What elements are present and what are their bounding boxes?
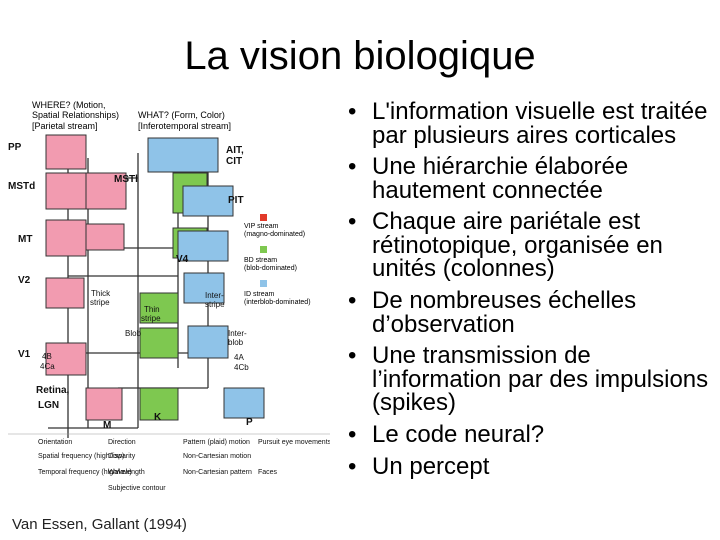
- label-cit: CIT: [226, 156, 242, 167]
- label-ait: AIT,: [226, 145, 244, 156]
- key-subjective-contour: Subjective contour: [108, 485, 166, 492]
- box-retina-k: [139, 387, 179, 421]
- box-msti: [85, 172, 127, 210]
- label-inter-2: stripe: [205, 300, 225, 309]
- label-4b: 4B: [42, 352, 52, 361]
- box-pp: [45, 134, 87, 170]
- label-thick-2: stripe: [90, 298, 110, 307]
- header-what-1: WHAT? (Form, Color): [138, 110, 225, 120]
- inferotemporal-areas: [147, 137, 265, 419]
- box-v1-4b: [45, 342, 87, 376]
- diagram-svg: WHERE? (Motion, Spatial Relationships) […: [8, 100, 332, 492]
- bullet-item: Le code neural?: [346, 423, 716, 447]
- legend-bd-2: (blob-dominated): [244, 265, 297, 272]
- parietal-areas: [45, 134, 127, 421]
- bullet-item: De nombreuses échelles d’observation: [346, 289, 716, 337]
- box-mstd: [45, 172, 87, 210]
- label-interblob: Inter-: [228, 329, 247, 338]
- label-m: M: [103, 420, 111, 431]
- legend-bd: BD stream: [244, 257, 277, 264]
- header-where-1: WHERE? (Motion,: [32, 100, 106, 110]
- box-pit: [182, 185, 234, 217]
- box-blob: [139, 327, 179, 359]
- stream-legend: VIP stream (magno-dominated) BD stream (…: [244, 214, 311, 306]
- legend-swatch-bd: [260, 246, 267, 253]
- label-v2: V2: [18, 275, 31, 286]
- label-inter: Inter-: [205, 291, 224, 300]
- key-orientation: Orientation: [38, 439, 72, 446]
- box-mt-2: [85, 223, 125, 251]
- label-mstd: MSTd: [8, 181, 35, 192]
- legend-vip: VIP stream: [244, 223, 279, 230]
- slide-title: La vision biologique: [184, 34, 536, 78]
- key-spatial-frequency: Spatial frequency (high/low): [38, 453, 124, 460]
- label-p: P: [246, 417, 253, 428]
- key-pattern-motion: Pattern (plaid) motion: [183, 439, 250, 446]
- label-thick: Thick: [91, 289, 111, 298]
- box-mt: [45, 219, 87, 257]
- legend-vip-2: (magno-dominated): [244, 231, 305, 238]
- bullet-item: L'information visuelle est traitée par p…: [346, 100, 716, 148]
- box-thin-stripe: [139, 292, 179, 324]
- label-4a: 4A: [234, 353, 244, 362]
- key-non-cartesian-motion: Non-Cartesian motion: [183, 453, 251, 460]
- key-disparity: Disparity: [108, 453, 136, 460]
- label-4ca: 4Ca: [40, 362, 55, 371]
- header-where-2: Spatial Relationships): [32, 110, 119, 120]
- bullet-item: Une transmission de l’information par de…: [346, 344, 716, 415]
- box-ait: [147, 137, 219, 173]
- label-interblob-2: blob: [228, 338, 244, 347]
- key-non-cartesian-pattern: Non-Cartesian pattern: [183, 469, 252, 476]
- key-direction: Direction: [108, 439, 136, 446]
- bullet-item: Une hiérarchie élaborée hautement connec…: [346, 155, 716, 203]
- label-k: K: [154, 412, 162, 423]
- legend-id: ID stream: [244, 291, 275, 298]
- box-interstripe: [183, 272, 225, 304]
- key-faces: Faces: [258, 469, 278, 476]
- label-pp: PP: [8, 142, 22, 153]
- label-retina: Retina,: [36, 385, 70, 396]
- label-4cb: 4Cb: [234, 363, 249, 372]
- label-msti: MSTl: [114, 174, 138, 185]
- box-thick-stripe: [45, 277, 85, 309]
- bullet-item: Un percept: [346, 454, 716, 479]
- bullet-list: L'information visuelle est traitée par p…: [346, 100, 716, 486]
- legend-id-2: (interblob-dominated): [244, 299, 311, 306]
- figure-caption: Van Essen, Gallant (1994): [12, 516, 187, 533]
- label-blob: Blob: [125, 329, 142, 338]
- label-pit: PIT: [228, 195, 244, 206]
- header-what-2: [Inferotemporal stream]: [138, 121, 231, 131]
- label-v4: V4: [176, 254, 189, 265]
- symbol-key: Orientation Direction Pattern (plaid) mo…: [8, 433, 332, 492]
- box-interblob: [187, 325, 229, 359]
- header-where-3: [Parietal stream]: [32, 121, 98, 131]
- label-thin: Thin: [144, 305, 160, 314]
- label-thin-2: stripe: [141, 314, 161, 323]
- visual-hierarchy-diagram: WHERE? (Motion, Spatial Relationships) […: [8, 98, 332, 503]
- key-wavelength: Wavelength: [108, 469, 145, 476]
- label-lgn: LGN: [38, 400, 59, 411]
- bullet-item: Chaque aire pariétale est rétinotopique,…: [346, 210, 716, 281]
- box-retina-p: [223, 387, 265, 419]
- label-mt: MT: [18, 234, 32, 245]
- box-v4: [177, 230, 229, 262]
- label-v1: V1: [18, 349, 31, 360]
- key-pursuit: Pursuit eye movements: [258, 439, 330, 446]
- legend-swatch-vip: [260, 214, 267, 221]
- box-retina-m: [85, 387, 123, 421]
- key-temporal-frequency: Temporal frequency (high/low): [38, 469, 132, 476]
- legend-swatch-id: [260, 280, 267, 287]
